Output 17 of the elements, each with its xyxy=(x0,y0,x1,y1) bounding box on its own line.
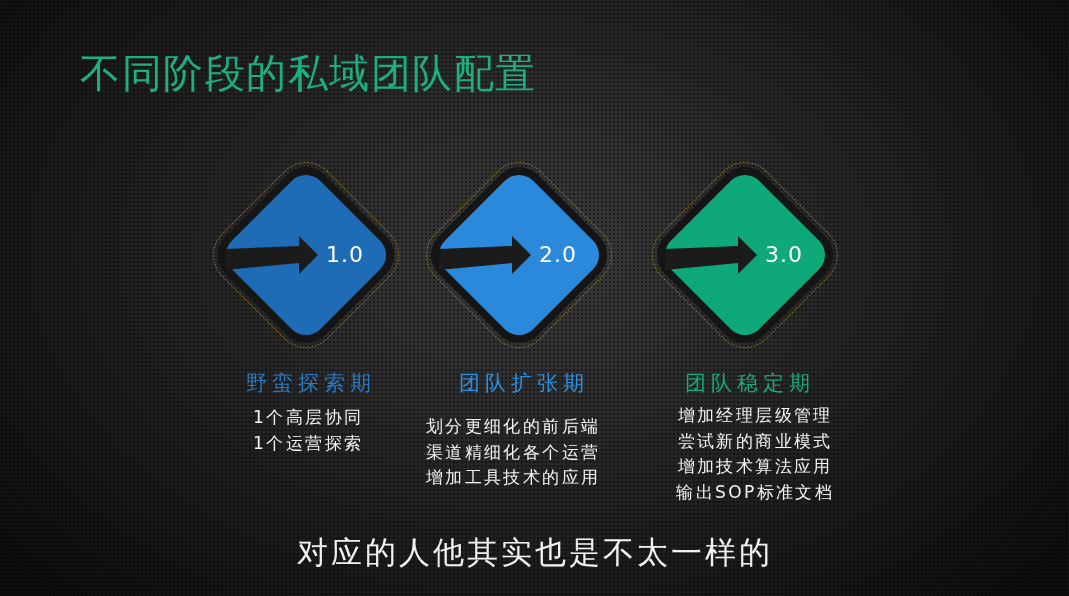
title: 不同阶段的私域团队配置 xyxy=(80,50,537,96)
note-text: 增加技术算法应用 xyxy=(676,457,833,477)
note-text: 渠道精细化各个运营 xyxy=(424,442,601,463)
stage-heading: 团队扩张期 xyxy=(457,370,589,396)
stage-heading: 野蛮探索期 xyxy=(244,370,376,396)
version-number: 2.0 xyxy=(539,242,577,268)
note-text: 尝试新的商业模式 xyxy=(676,431,833,452)
note-text: 1个高层协同 xyxy=(252,408,364,428)
version-number: 3.0 xyxy=(765,242,803,268)
note-text: 1个运营探索 xyxy=(252,433,364,454)
subtitle-text: 对应的人他其实也是不太一样的 xyxy=(295,535,773,571)
note-text: 输出SOP标准文档 xyxy=(675,482,835,503)
version-number: 1.0 xyxy=(326,242,364,268)
note-text: 划分更细化的前后端 xyxy=(424,417,601,437)
note-text: 增加经理层级管理 xyxy=(676,406,833,426)
stage-heading: 团队稳定期 xyxy=(683,370,815,396)
note-text: 增加工具技术的应用 xyxy=(424,468,601,488)
